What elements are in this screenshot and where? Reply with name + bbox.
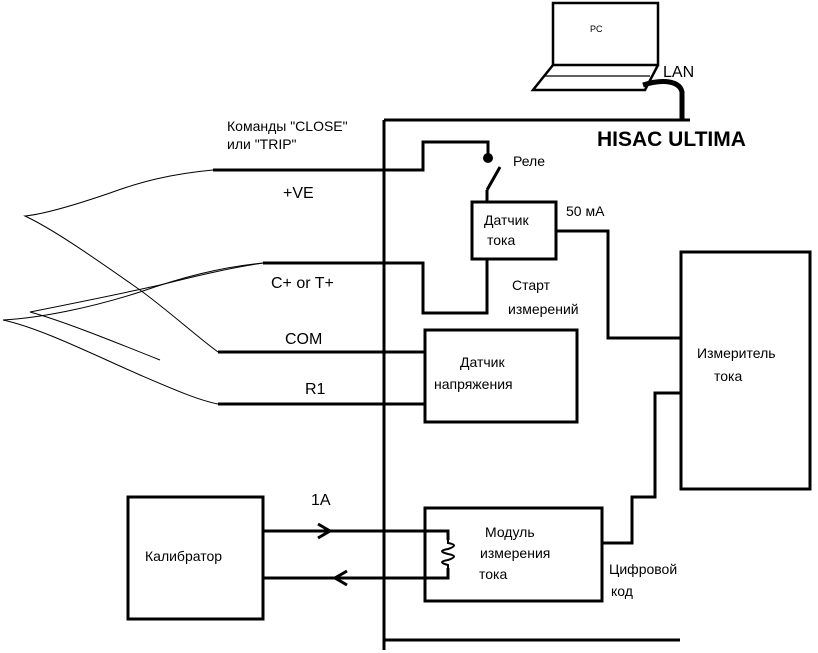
start-line2: измерений [508, 301, 579, 317]
ct-wire [263, 259, 489, 315]
current-value: 50 мА [566, 203, 605, 219]
calib-in-wire [263, 568, 450, 580]
module-box [423, 506, 604, 603]
relay-switch [485, 166, 502, 191]
start-line1: Старт [512, 277, 551, 293]
lan-cable [642, 79, 685, 120]
current-meter-box [679, 250, 812, 491]
digital-code-wire [602, 391, 681, 545]
calibrator-label: Калибратор [145, 548, 222, 564]
shunt-resistor [441, 540, 455, 568]
pc-label: PC [590, 24, 603, 34]
command-wire [213, 140, 490, 172]
digital-line1: Цифровой [609, 561, 677, 577]
module-line2: измерения [480, 545, 550, 561]
curve-ve [23, 169, 219, 353]
current-sensor-line1: Датчик [484, 212, 529, 228]
calibrator-box [126, 495, 265, 621]
current-sensor-line2: тока [487, 232, 515, 248]
wire-ve-label: +VE [283, 185, 314, 202]
relay-contact [483, 153, 493, 163]
calib-out-wire [263, 529, 450, 540]
arrow-right-icon [317, 522, 333, 540]
voltage-sensor-line2: напряжения [434, 376, 513, 392]
meter-line1: Измеритель [697, 345, 776, 361]
meter-line2: тока [714, 368, 742, 384]
lan-label: LAN [663, 64, 694, 81]
wire-com-label: COM [285, 331, 322, 348]
module-line3: тока [479, 566, 507, 582]
pc-laptop [530, 1, 660, 92]
voltage-sensor-box [423, 328, 579, 424]
digital-line2: код [611, 583, 633, 599]
relay-label: Реле [513, 153, 545, 169]
arrow-left-icon [332, 569, 348, 587]
calib-current-label: 1A [311, 492, 331, 509]
wire-ct-label: C+ or T+ [271, 275, 334, 292]
curve-ct [2, 262, 264, 405]
voltage-sensor-line1: Датчик [460, 354, 505, 370]
module-line1: Модуль [485, 524, 535, 540]
sensor-to-meter-wire [556, 229, 681, 340]
device-frame [382, 118, 690, 650]
device-title: HISAC ULTIMA [597, 128, 746, 151]
commands-line2: или "TRIP" [227, 136, 297, 152]
commands-line1: Команды "CLOSE" [227, 118, 348, 134]
curve-ct-upper [29, 262, 264, 361]
wire-r1-label: R1 [305, 381, 326, 398]
current-sensor-box [470, 200, 558, 261]
